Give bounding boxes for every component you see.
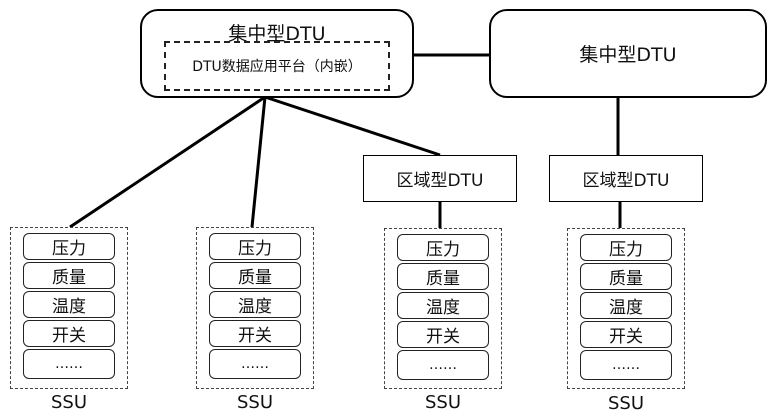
ssu-label-4: SSU [607, 393, 645, 414]
ssu-item-quality[interactable]: 质量 [209, 262, 301, 289]
central-dtu-left[interactable]: 集中型DTU DTU数据应用平台（内嵌） [140, 9, 414, 98]
ssu-item-temperature[interactable]: 温度 [23, 291, 115, 318]
ssu-group-1[interactable]: 压力 质量 温度 开关 …… [10, 227, 128, 389]
dtu-data-platform[interactable]: DTU数据应用平台（内嵌） [164, 41, 390, 91]
ssu-item-more[interactable]: …… [209, 349, 301, 379]
ssu-item-temperature[interactable]: 温度 [580, 292, 672, 319]
ssu-group-3[interactable]: 压力 质量 温度 开关 …… [384, 228, 502, 389]
ssu-item-temperature[interactable]: 温度 [209, 291, 301, 318]
ssu-label-3: SSU [424, 392, 462, 413]
ssu-label-2: SSU [236, 392, 274, 413]
ssu-item-pressure[interactable]: 压力 [397, 234, 489, 261]
regional-dtu-1[interactable]: 区域型DTU [363, 155, 517, 202]
ssu-item-temperature[interactable]: 温度 [397, 292, 489, 319]
ssu-item-more[interactable]: …… [580, 350, 672, 380]
ssu-item-switch[interactable]: 开关 [580, 321, 672, 348]
ssu-item-pressure[interactable]: 压力 [23, 233, 115, 260]
central-dtu-left-title: 集中型DTU [228, 23, 326, 45]
ssu-item-quality[interactable]: 质量 [580, 263, 672, 290]
link-central-to-ssu-1 [69, 95, 266, 229]
regional-dtu-2-title: 区域型DTU [582, 171, 670, 191]
ssu-item-more[interactable]: …… [397, 350, 489, 380]
regional-dtu-2[interactable]: 区域型DTU [549, 155, 703, 202]
ssu-item-quality[interactable]: 质量 [397, 263, 489, 290]
ssu-group-2[interactable]: 压力 质量 温度 开关 …… [196, 227, 314, 389]
ssu-group-4[interactable]: 压力 质量 温度 开关 …… [567, 228, 685, 389]
ssu-item-quality[interactable]: 质量 [23, 262, 115, 289]
ssu-item-pressure[interactable]: 压力 [580, 234, 672, 261]
central-dtu-right-title: 集中型DTU [579, 44, 677, 66]
link-central-to-ssu-2 [250, 96, 267, 228]
ssu-item-switch[interactable]: 开关 [23, 320, 115, 347]
central-dtu-right[interactable]: 集中型DTU [489, 9, 767, 98]
regional-dtu-1-title: 区域型DTU [396, 171, 484, 191]
link-central-to-regional-1 [264, 95, 441, 157]
ssu-item-pressure[interactable]: 压力 [209, 233, 301, 260]
ssu-item-switch[interactable]: 开关 [209, 320, 301, 347]
ssu-item-switch[interactable]: 开关 [397, 321, 489, 348]
ssu-item-more[interactable]: …… [23, 349, 115, 379]
ssu-label-1: SSU [50, 392, 88, 413]
